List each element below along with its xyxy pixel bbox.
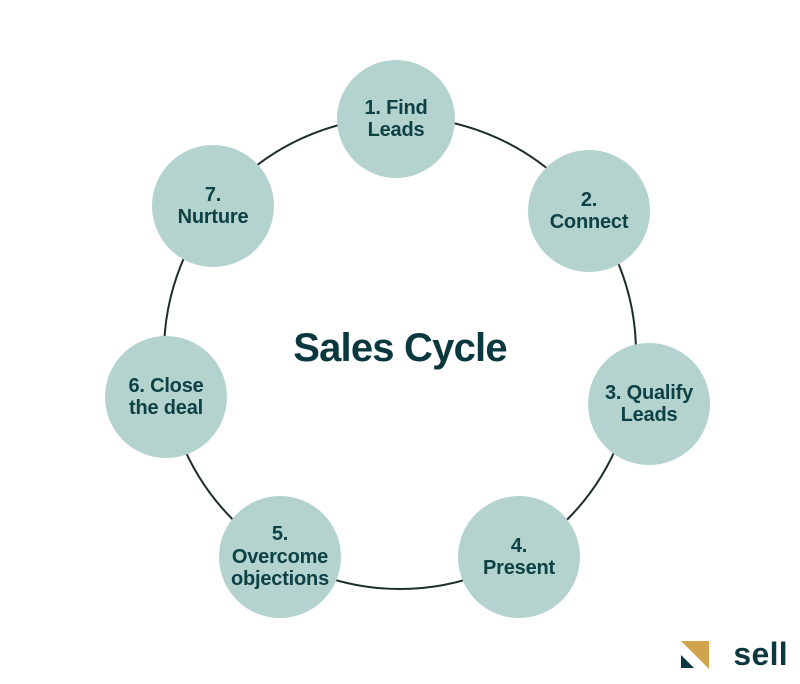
- cycle-node-label: 1. Find Leads: [364, 96, 428, 141]
- sell-arrow-icon: [681, 641, 710, 669]
- cycle-node-label: 3. Qualify Leads: [604, 381, 694, 426]
- cycle-node-connect: 2. Connect: [528, 150, 650, 272]
- cycle-node-qualify-leads: 3. Qualify Leads: [588, 343, 710, 465]
- sell-arrow-gold-triangle: [681, 641, 710, 669]
- cycle-node-label: 5. Overcome objections: [230, 523, 329, 591]
- cycle-node-nurture: 7. Nurture: [152, 145, 274, 267]
- brand-name: sell: [733, 636, 788, 672]
- cycle-title: Sales Cycle: [293, 326, 507, 370]
- brand-logo: sell: [678, 638, 788, 674]
- cycle-node-overcome-objections: 5. Overcome objections: [219, 496, 341, 618]
- cycle-node-find-leads: 1. Find Leads: [337, 60, 455, 178]
- cycle-node-present: 4. Present: [458, 496, 580, 618]
- cycle-node-label: 4. Present: [483, 534, 555, 579]
- cycle-node-label: 7. Nurture: [177, 183, 249, 228]
- cycle-node-label: 6. Close the deal: [128, 374, 204, 419]
- cycle-node-close-the-deal: 6. Close the deal: [105, 336, 227, 458]
- sell-arrow-dark-triangle: [681, 655, 695, 668]
- cycle-node-label: 2. Connect: [549, 188, 629, 233]
